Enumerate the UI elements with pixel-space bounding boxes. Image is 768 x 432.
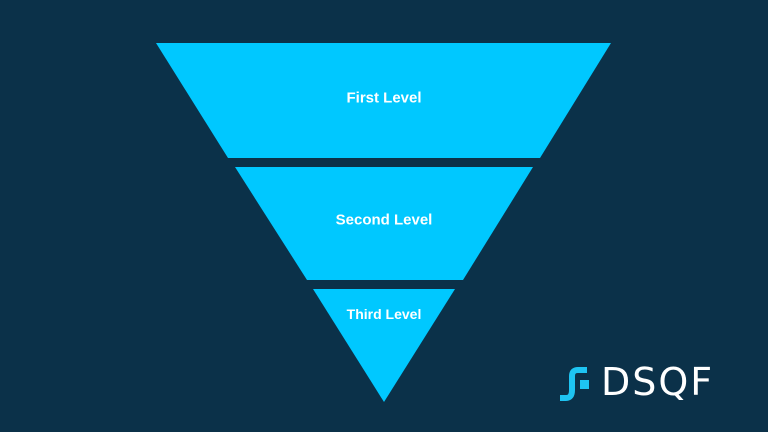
level-3-label: Third Level (346, 306, 422, 322)
logo-icon (560, 367, 589, 401)
level-3-shape (313, 289, 455, 402)
level-2-shape (235, 167, 533, 280)
level-1-label: First Level (346, 89, 422, 107)
logo-text: DSQF (601, 360, 715, 404)
level-2-label: Second Level (335, 211, 433, 229)
level-1-shape (156, 43, 611, 158)
